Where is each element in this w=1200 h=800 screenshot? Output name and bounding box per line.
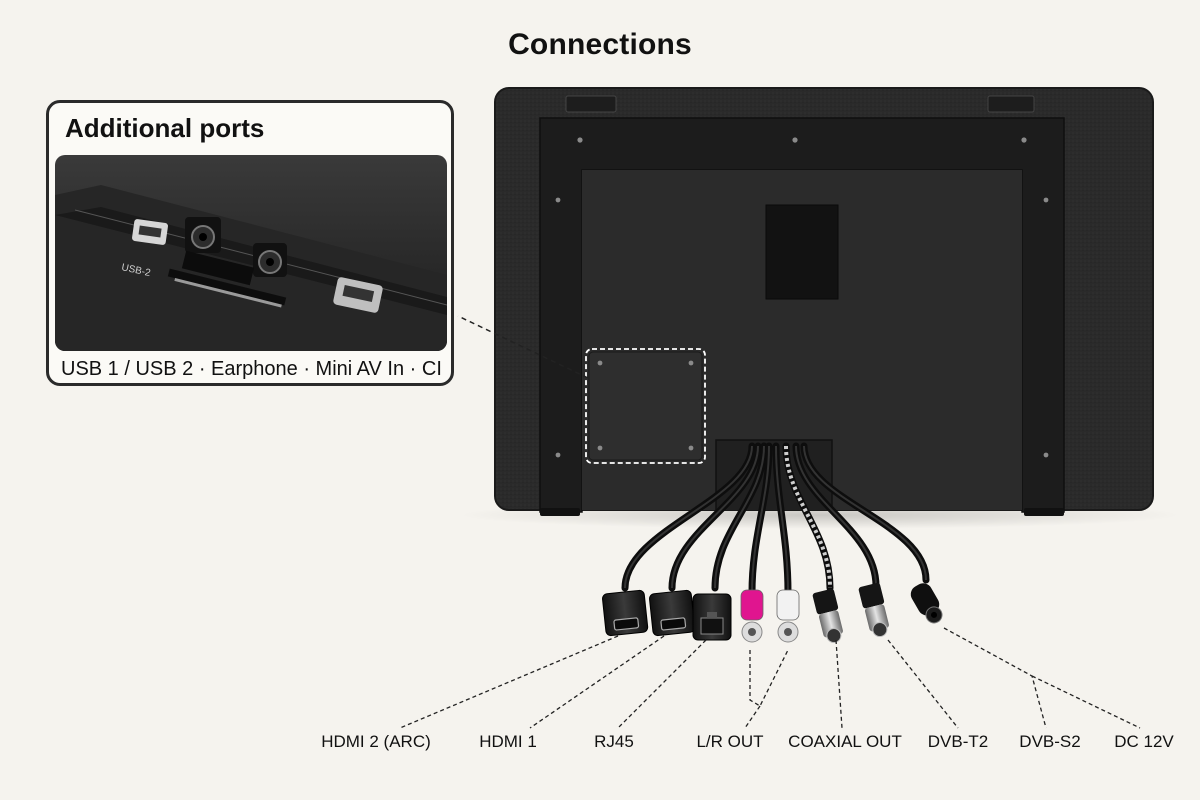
ethernet-port-icon: [692, 593, 732, 641]
callout-title: Additional ports: [65, 113, 265, 143]
earphone-jack-icon: [185, 217, 221, 253]
side-port-panel: [585, 348, 706, 464]
rca-plug-icon: [740, 589, 764, 643]
connector-label-lr-out: L/R OUT: [696, 732, 764, 751]
usb-port-icon: [333, 277, 383, 313]
side-ports-closeup: USB-2: [55, 155, 447, 351]
connector-label-hdmi-1: HDMI 1: [479, 732, 537, 751]
callout-leader-line: [457, 315, 589, 379]
page-title: Connections: [508, 28, 692, 61]
connector-label-dc-12v: DC 12V: [1114, 732, 1174, 751]
mini-av-jack-icon: [253, 243, 287, 277]
connector-plugs: [602, 582, 943, 644]
additional-ports-callout: Additional ports: [46, 100, 454, 386]
connector-leader-lines: [399, 627, 1141, 729]
ci-slot-icon: [181, 250, 255, 286]
connector-label-dvb-s2: DVB-S2: [1019, 732, 1081, 751]
hdmi-port-icon: [649, 589, 696, 637]
callout-caption: USB 1 / USB 2 · Earphone · Mini AV In · …: [61, 358, 442, 380]
antenna-plug-icon: [858, 582, 889, 638]
satellite-plug-icon: [910, 583, 943, 624]
usb-port-icon: [132, 219, 168, 245]
rca-plug-icon: [776, 589, 800, 643]
connector-label-dvb-t2: DVB-T2: [927, 732, 989, 751]
screws: [555, 137, 1049, 458]
connector-label-coaxial-out: COAXIAL OUT: [788, 732, 902, 751]
hdmi-port-icon: [602, 589, 649, 637]
coax-plug-icon: [812, 588, 843, 644]
connector-label-hdmi-2: HDMI 2 (ARC): [321, 732, 431, 751]
connector-label-rj45: RJ45: [594, 732, 634, 751]
cable-bundle: [621, 442, 930, 597]
